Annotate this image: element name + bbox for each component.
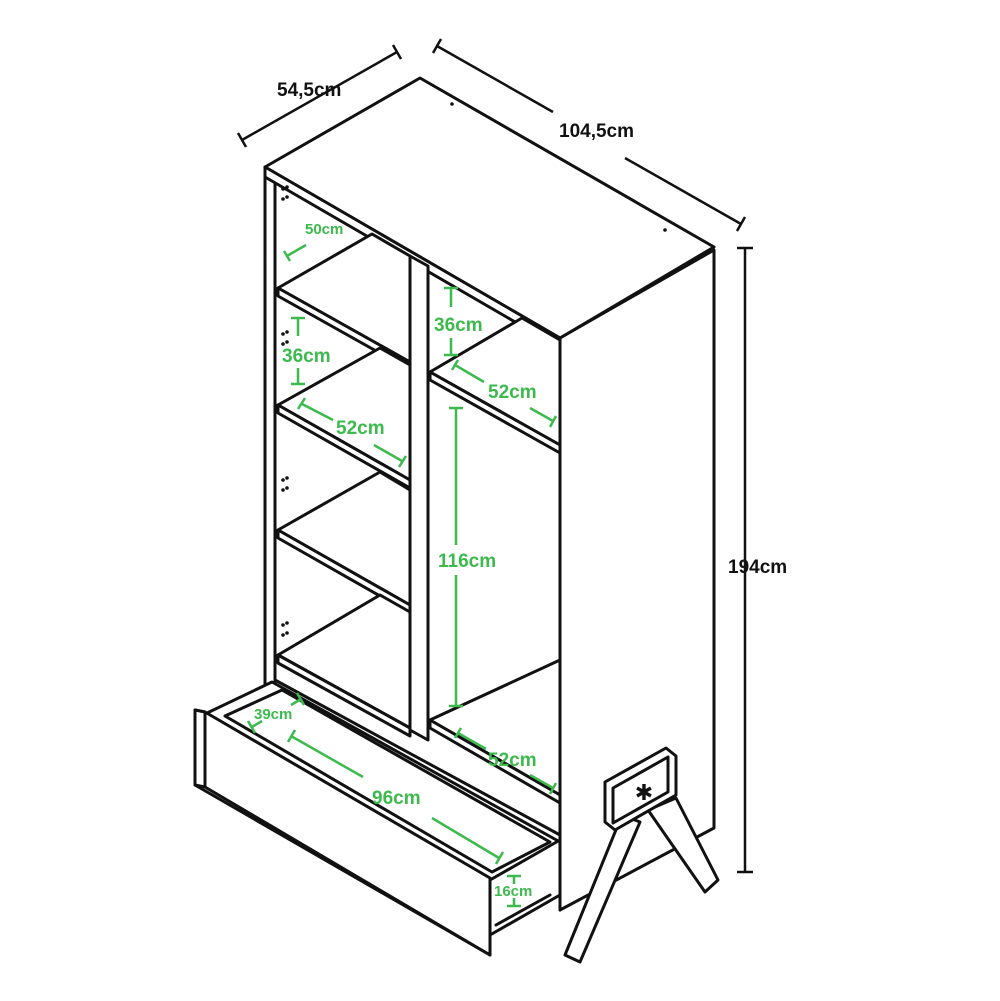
dimension-line	[290, 697, 302, 707]
dimension-line	[295, 692, 306, 706]
drawing-shape	[285, 476, 289, 480]
drawer-width-label: 96cm	[372, 788, 421, 809]
drawing-shape	[285, 330, 289, 334]
drawing-shape	[281, 623, 285, 627]
left-side-panel	[263, 168, 277, 692]
dimension-line	[548, 415, 558, 428]
dimension-line	[450, 359, 460, 371]
drawing-shape	[281, 633, 285, 637]
drawing-shape	[285, 621, 289, 625]
dimension-line	[236, 132, 248, 148]
dimension-line	[431, 38, 443, 54]
dimension-line	[624, 156, 742, 226]
drawing-shape	[450, 102, 454, 106]
dimension-line	[241, 50, 398, 142]
dimension-line	[282, 250, 292, 262]
width-label: 104,5cm	[559, 121, 634, 142]
drawing-shape	[281, 185, 289, 637]
drawing-shape	[281, 187, 285, 191]
left-top-depth-label: 50cm	[305, 221, 343, 238]
drawing-shape	[285, 486, 289, 490]
dimension-line	[246, 720, 257, 734]
right-shelves	[428, 316, 562, 912]
drawing-shape	[276, 653, 412, 738]
dimension-line	[296, 397, 307, 410]
drawing-shape	[285, 195, 289, 199]
drawing-shape	[281, 342, 285, 346]
dimension-line	[436, 44, 554, 114]
inner-dimension-lines	[246, 243, 558, 908]
dimension-line	[286, 729, 297, 743]
dimension-line	[397, 455, 408, 468]
drawing-shape	[281, 488, 285, 492]
center-divider	[408, 254, 430, 742]
dimension-line	[454, 363, 485, 384]
dimension-line	[301, 402, 334, 422]
dimension-line	[203, 785, 492, 957]
drawing-shape	[663, 228, 667, 232]
overall-dimensions	[236, 38, 753, 874]
drawing-shape	[223, 688, 552, 874]
star-icon: ✱	[635, 780, 653, 805]
dimension-line	[735, 216, 747, 232]
left-shelf-gap-label: 36cm	[282, 346, 331, 367]
hanging-height-label: 116cm	[438, 551, 496, 572]
right-top-gap-label: 36cm	[434, 315, 483, 336]
drawing-shape	[281, 478, 285, 482]
dimension-line	[529, 406, 554, 423]
dimension-line	[453, 727, 463, 739]
right-bottom-width-label: 52cm	[488, 750, 537, 771]
dimension-line	[286, 243, 307, 258]
height-label: 194cm	[728, 557, 787, 578]
dimension-line	[529, 773, 554, 790]
drawing-shape	[611, 755, 670, 825]
drawing-shape	[281, 332, 285, 336]
dimension-line	[431, 816, 500, 860]
left-shelf-width-label: 52cm	[336, 418, 385, 439]
drawer-depth-label: 39cm	[254, 706, 292, 723]
drawing-shape	[285, 631, 289, 635]
drawing-shape	[285, 185, 289, 189]
dimension-line	[548, 782, 558, 795]
dimension-line	[391, 44, 403, 60]
drawing-shape	[193, 708, 207, 789]
dimension-line	[457, 731, 487, 751]
depth-label: 54,5cm	[277, 80, 341, 101]
dimension-line	[373, 443, 403, 463]
stool-illustration: ✱	[563, 746, 720, 964]
dimension-line	[251, 719, 263, 729]
drawer-height-label: 16cm	[494, 883, 532, 900]
dimension-line	[290, 734, 364, 779]
dimension-line	[494, 893, 552, 927]
drawing-shape	[285, 340, 289, 344]
dimension-line	[494, 851, 505, 865]
drawing-shape	[281, 197, 285, 201]
right-shelf-width-label: 52cm	[488, 382, 537, 403]
